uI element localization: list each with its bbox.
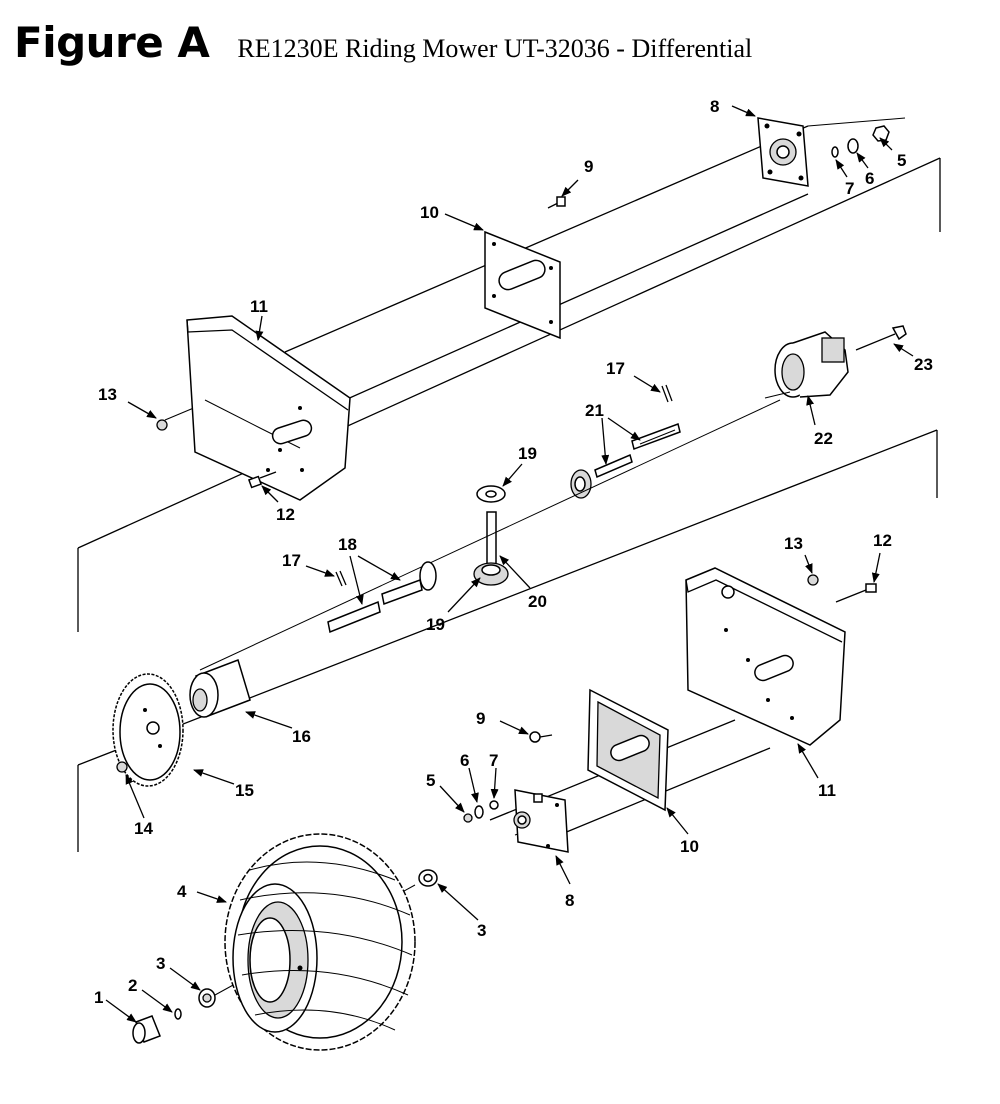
part-17-pin-top	[661, 384, 673, 403]
part-21-shafts	[594, 423, 681, 479]
callout-9-top: 9	[584, 157, 593, 176]
callout-3-mid: 3	[477, 921, 486, 940]
callout-1: 1	[94, 988, 103, 1007]
callout-7-top: 7	[845, 179, 854, 198]
part-18-shafts	[327, 561, 437, 634]
part-10-plate-top	[484, 230, 561, 340]
part-17-pin-lower	[335, 570, 347, 587]
part-21-gear	[570, 469, 592, 499]
part-8-flange-bottom	[513, 789, 569, 853]
callout-20: 20	[528, 592, 547, 611]
part-4-tire	[224, 833, 416, 1051]
figure-header: Figure A RE1230E Riding Mower UT-32036 -…	[14, 18, 752, 74]
callout-7-bottom: 7	[489, 751, 498, 770]
part-19-gear	[473, 562, 509, 586]
callout-5-bottom: 5	[426, 771, 435, 790]
leader-arrows	[105, 105, 914, 1023]
callout-13-top: 13	[98, 385, 117, 404]
part-16-hub	[189, 659, 251, 718]
part-13-nut-top	[156, 419, 168, 431]
callout-19-gear: 19	[426, 615, 445, 634]
part-23-bolt	[855, 325, 907, 351]
callout-8-top: 8	[710, 97, 719, 116]
callout-labels: 8 9 10 5 6 7 11 13 12 17 21 22 23 19 20 …	[94, 97, 933, 1007]
part-10-plate-bottom	[587, 688, 669, 812]
callout-12-top: 12	[276, 505, 295, 524]
part-3-washer-mid	[418, 869, 438, 887]
callout-9-bottom: 9	[476, 709, 485, 728]
callout-12-bottom: 12	[873, 531, 892, 550]
callout-17-lower: 17	[282, 551, 301, 570]
callout-14: 14	[134, 819, 153, 838]
callout-3-front: 3	[156, 954, 165, 973]
part-1-cap	[132, 1015, 161, 1044]
callout-16: 16	[292, 727, 311, 746]
differential-axis	[199, 399, 781, 671]
callout-6-top: 6	[865, 169, 874, 188]
part-15-sprocket	[112, 673, 184, 787]
callout-11-top: 11	[250, 297, 268, 316]
parts-5-6-7-bottom	[463, 800, 499, 823]
part-13-nut-bottom	[807, 574, 819, 586]
upper-section-outline	[77, 157, 941, 632]
callout-8-bottom: 8	[565, 891, 574, 910]
part-11-housing-bottom	[685, 567, 846, 746]
callout-10-top: 10	[420, 203, 439, 222]
parts-5-6-7-top	[831, 125, 890, 158]
figure-label: Figure A	[14, 18, 210, 67]
part-19-washer	[476, 485, 506, 503]
callout-13-bottom: 13	[784, 534, 803, 553]
callout-4: 4	[177, 882, 187, 901]
figure-caption: RE1230E Riding Mower UT-32036 - Differen…	[237, 34, 753, 63]
callout-18: 18	[338, 535, 357, 554]
callout-19-washer: 19	[518, 444, 537, 463]
part-12-bolt-bottom	[835, 583, 877, 603]
callout-15: 15	[235, 781, 254, 800]
callout-23: 23	[914, 355, 933, 374]
part-3-washer-front	[198, 988, 216, 1008]
part-12-bolt-top	[247, 471, 277, 489]
callout-2: 2	[128, 976, 137, 995]
callout-11-bottom: 11	[818, 781, 836, 800]
callout-21: 21	[585, 401, 604, 420]
part-20-pin	[486, 511, 497, 565]
part-11-housing-top	[186, 315, 351, 501]
part-8-flange-top	[757, 117, 809, 187]
part-9-bolt-bottom	[529, 731, 553, 743]
callout-10-bottom: 10	[680, 837, 699, 856]
part-14-nut	[116, 761, 128, 773]
part-22-differential-case	[764, 331, 849, 399]
callout-22: 22	[814, 429, 833, 448]
callout-17-top: 17	[606, 359, 625, 378]
part-9-bolt-top	[547, 196, 566, 209]
callout-5-top: 5	[897, 151, 906, 170]
part-2-clip	[174, 1008, 182, 1020]
callout-6-bottom: 6	[460, 751, 469, 770]
